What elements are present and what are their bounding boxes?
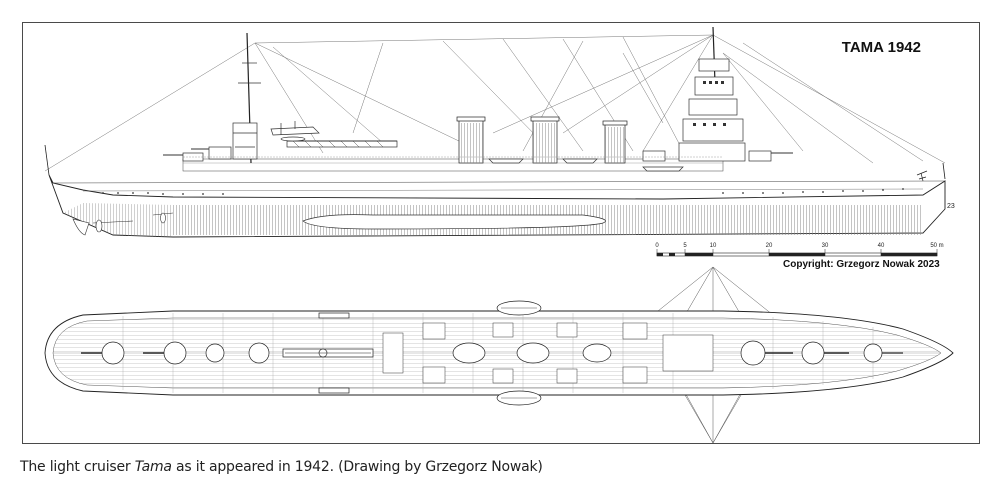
funnels-plan — [452, 342, 612, 364]
scale-label-50: 50 m — [930, 243, 944, 249]
scale-label-10: 10 — [709, 243, 717, 249]
side-boats — [488, 158, 684, 172]
catapult-floatplane — [270, 121, 398, 148]
ship-drawing — [44, 26, 954, 443]
figure-caption: The light cruiser Tama as it appeared in… — [20, 459, 543, 475]
caption-after: as it appeared in 1942. (Drawing by Grze… — [171, 459, 543, 475]
plan-view — [44, 266, 954, 443]
catapult-plan — [282, 348, 374, 358]
scale-label-20: 20 — [765, 243, 773, 249]
scale-label-40: 40 — [877, 243, 885, 249]
scale-bar — [656, 249, 938, 257]
drawing-title: TAMA 1942 — [841, 39, 921, 56]
drawing-frame: TAMA 1942 23 0 5 10 20 30 40 50 m Copyri… — [22, 22, 980, 444]
scale-label-5: 5 — [683, 243, 687, 249]
copyright-notice: Copyright: Grzegorz Nowak 2023 — [783, 259, 940, 270]
side-profile — [44, 26, 946, 238]
propeller-rudder — [72, 212, 174, 236]
caption-ship-name: Tama — [134, 459, 172, 475]
boats-plan — [318, 300, 542, 406]
portholes — [102, 188, 904, 195]
caption-before: The light cruiser — [20, 459, 135, 475]
aft-mast — [232, 32, 261, 164]
rigging-wires — [44, 34, 946, 172]
bridge-tower — [678, 26, 746, 162]
scale-label-0: 0 — [655, 243, 659, 249]
deck-fittings — [382, 322, 714, 384]
bilge-keel — [302, 214, 606, 230]
scale-label-30: 30 — [821, 243, 829, 249]
hull-number: 23 — [947, 203, 955, 210]
funnels — [456, 116, 628, 164]
aft-guns — [163, 146, 232, 162]
fore-guns — [642, 150, 793, 162]
anchor-icon — [916, 170, 928, 182]
turrets-plan — [81, 340, 903, 366]
